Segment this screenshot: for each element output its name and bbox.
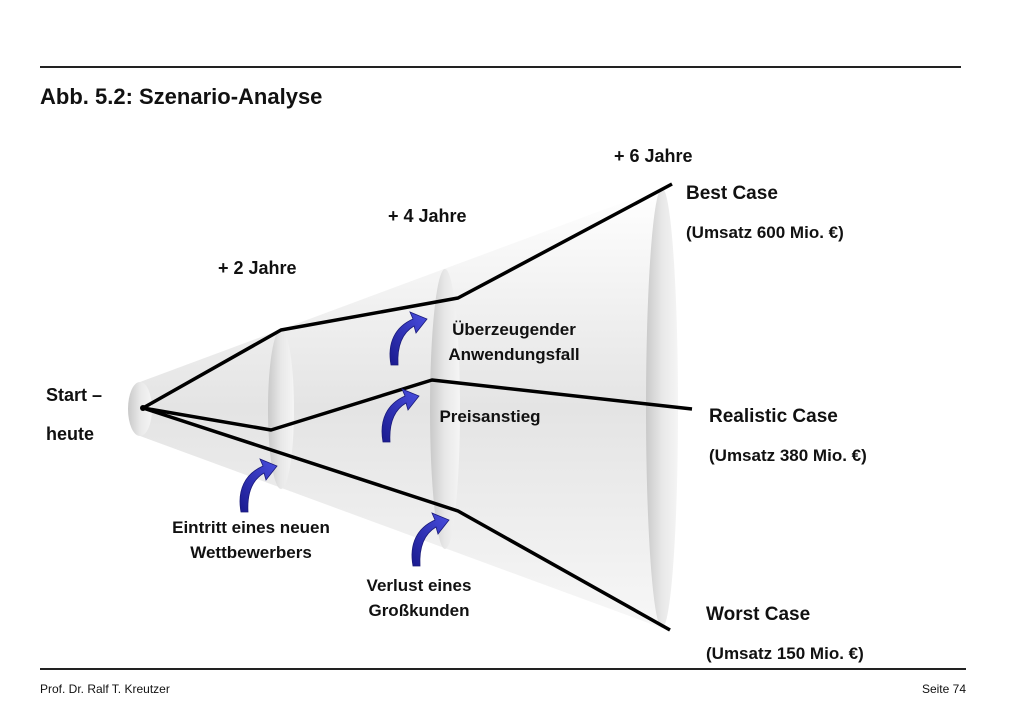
new-competitor-label: Eintritt eines neuen [172, 518, 330, 537]
funnel-cone [140, 188, 662, 628]
funnel-ring-2 [268, 329, 294, 489]
best-case-path [142, 182, 673, 410]
worst-case-path [142, 406, 671, 632]
time-label-2: + 2 Jahre [218, 258, 297, 278]
bottom-rule [40, 668, 966, 670]
best-case-label: Best Case [686, 183, 778, 204]
funnel-body [128, 188, 678, 628]
arrow-customer-loss-icon [411, 512, 450, 567]
new-competitor-label-2: Wettbewerbers [190, 543, 312, 562]
best-case-detail: (Umsatz 600 Mio. €) [686, 223, 844, 242]
footer-author: Prof. Dr. Ralf T. Kreutzer [40, 682, 170, 696]
realistic-case-detail: (Umsatz 380 Mio. €) [709, 446, 867, 465]
customer-loss-label: Verlust eines [367, 576, 472, 595]
top-rule [40, 66, 961, 68]
footer-page-number: Seite 74 [921, 682, 966, 696]
use-case-label: Überzeugender [452, 320, 576, 339]
start-label-sub: heute [46, 424, 94, 444]
start-label: Start – [46, 385, 102, 405]
arrow-use-case-icon [389, 311, 428, 366]
customer-loss-label-2: Großkunden [368, 601, 469, 620]
event-arrows [239, 311, 450, 567]
funnel-ring-6 [646, 188, 678, 628]
use-case-label-2: Anwendungsfall [448, 345, 579, 364]
time-label-6: + 6 Jahre [614, 146, 693, 166]
realistic-case-label: Realistic Case [709, 406, 838, 427]
scenario-paths [142, 182, 693, 632]
price-rise-label: Preisanstieg [439, 407, 540, 426]
funnel-ring-start [128, 382, 152, 436]
time-label-4: + 4 Jahre [388, 206, 467, 226]
arrow-price-rise-icon [381, 388, 420, 443]
arrow-new-competitor-icon [239, 458, 278, 513]
worst-case-detail: (Umsatz 150 Mio. €) [706, 644, 864, 663]
funnel-ring-4 [430, 269, 460, 549]
realistic-case-path [142, 378, 693, 432]
start-point [140, 405, 146, 411]
page-title: Abb. 5.2: Szenario-Analyse [40, 84, 323, 109]
worst-case-label: Worst Case [706, 604, 810, 625]
